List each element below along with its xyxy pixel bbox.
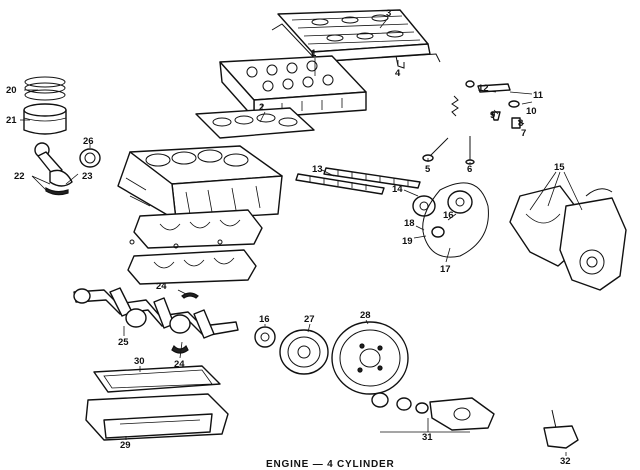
crankshaft-sprocket: [254, 326, 276, 348]
callout-9: 9: [490, 110, 495, 121]
callout-26: 26: [83, 136, 94, 147]
callout-3: 3: [386, 8, 391, 19]
belt-tensioner: [431, 226, 445, 238]
camshaft-intake: [323, 167, 421, 189]
piston-rings: [24, 76, 66, 101]
callout-20: 20: [6, 85, 17, 96]
callout-30: 30: [134, 356, 145, 367]
callout-24-lower: 24: [174, 359, 185, 370]
callout-25: 25: [118, 337, 129, 348]
piston: [23, 103, 67, 135]
callout-7: 7: [521, 128, 526, 139]
camshaft-exhaust: [295, 173, 385, 195]
callout-13: 13: [312, 164, 323, 175]
callout-1: 1: [311, 48, 317, 59]
valve-5: [422, 137, 449, 162]
valve-6: [465, 136, 475, 165]
callout-2: 2: [259, 102, 264, 113]
thrust-washer-upper: [181, 292, 199, 299]
oil-pan: [85, 393, 229, 441]
callout-5: 5: [425, 164, 431, 175]
flywheel: [331, 321, 409, 395]
diagram-caption: ENGINE — 4 CYLINDER: [266, 459, 395, 470]
callout-19: 19: [402, 236, 413, 247]
oil-pump-seals: [371, 392, 429, 414]
rear-main-seal: [79, 148, 101, 168]
callout-12: 12: [478, 83, 489, 94]
callout-labels: 1 2 3 4 5 6 7 8 9 10 11 12 13 14 15 16 1…: [6, 8, 571, 467]
oil-pump: [429, 397, 495, 431]
timing-cover-front: [559, 188, 627, 291]
callout-32: 32: [560, 456, 571, 467]
valve-spring: [451, 95, 459, 117]
cylinder-head: [219, 55, 367, 119]
callout-22: 22: [14, 171, 25, 182]
callout-6: 6: [467, 164, 472, 175]
callout-16-upper: 16: [443, 210, 454, 221]
callout-14: 14: [392, 184, 403, 195]
callout-24-upper: 24: [156, 281, 167, 292]
cylinder-block: [117, 145, 283, 221]
callout-18: 18: [404, 218, 415, 229]
valve-cover: [277, 9, 431, 63]
callout-11: 11: [533, 90, 544, 101]
main-bearing-cap-upper: [129, 209, 263, 249]
connecting-rod: [34, 142, 73, 196]
callout-10: 10: [526, 106, 537, 117]
pcv-tube: [395, 55, 405, 69]
valve-retainer: [508, 100, 520, 108]
callout-17: 17: [440, 264, 451, 275]
callout-15: 15: [554, 162, 565, 173]
callout-16-lower: 16: [259, 314, 270, 325]
callout-4: 4: [395, 68, 401, 79]
rocker-arm: [477, 83, 511, 93]
thrust-washer-lower: [171, 344, 189, 354]
camshaft-sprocket-left: [412, 195, 436, 217]
valve-seal: [465, 80, 475, 88]
timing-belt: [422, 182, 489, 258]
callout-27: 27: [304, 314, 315, 325]
head-gasket: [195, 107, 315, 139]
callout-23: 23: [82, 171, 93, 182]
callout-29: 29: [120, 440, 131, 451]
harmonic-balancer: [279, 329, 329, 375]
callout-8: 8: [518, 118, 523, 129]
oil-pickup: [543, 409, 579, 449]
camshaft-sprocket-right: [447, 190, 473, 214]
callout-28: 28: [360, 310, 371, 321]
callout-31: 31: [422, 432, 433, 443]
leader-lines: [20, 17, 583, 456]
callout-21: 21: [6, 115, 17, 126]
oil-pan-gasket: [93, 365, 221, 393]
main-bearing-cap-lower: [127, 249, 257, 285]
crankshaft: [73, 287, 239, 339]
valve-lifter: [511, 117, 521, 129]
